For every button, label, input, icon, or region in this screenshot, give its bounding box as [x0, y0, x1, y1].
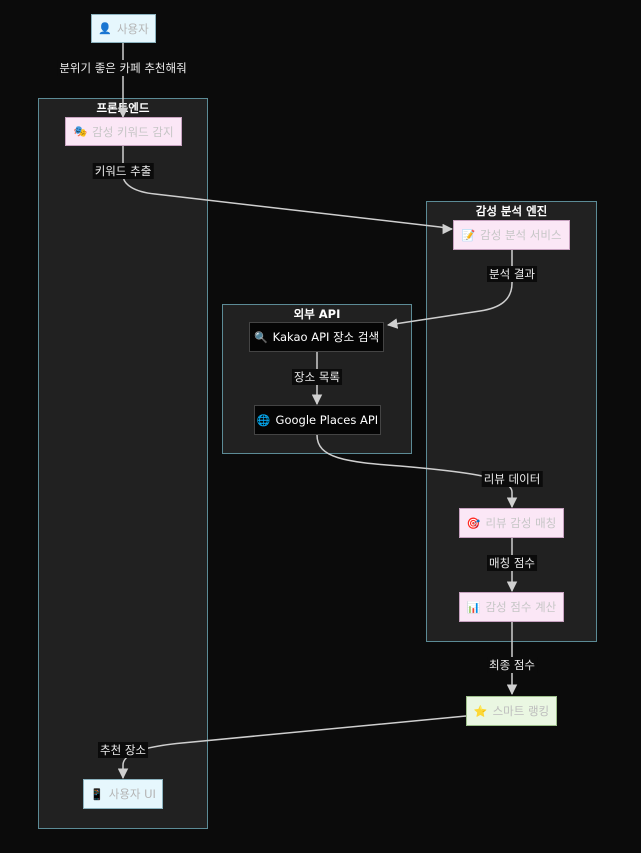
frontend-cluster: 프론트엔드	[38, 98, 208, 829]
google-places-node[interactable]: 🌐 Google Places API	[254, 405, 381, 435]
engine-cluster-title: 감성 분석 엔진	[475, 204, 548, 218]
google-places-label: Google Places API	[275, 413, 379, 427]
user-node[interactable]: 👤 사용자	[91, 14, 156, 43]
star-icon: ⭐	[473, 704, 488, 718]
target-icon: 🎯	[466, 516, 481, 530]
sentiment-analysis-node[interactable]: 📝 감성 분석 서비스	[453, 220, 570, 250]
score-calc-node[interactable]: 📊 감성 점수 계산	[459, 592, 564, 622]
edge-label-kakao-google: 장소 목록	[292, 369, 342, 385]
edge-label-score-ranking: 최종 점수	[487, 657, 537, 673]
score-calc-label: 감성 점수 계산	[485, 600, 557, 614]
magnifier-icon: 🔍	[253, 330, 268, 344]
mobile-phone-icon: 📱	[90, 787, 104, 801]
bar-chart-icon: 📊	[466, 600, 481, 614]
globe-icon: 🌐	[256, 413, 271, 427]
user-node-label: 사용자	[116, 21, 149, 36]
external-api-cluster-title: 외부 API	[293, 307, 341, 321]
kakao-search-node[interactable]: 🔍 Kakao API 장소 검색	[249, 322, 384, 352]
user-ui-label: 사용자 UI	[108, 787, 156, 801]
edge-label-user-detect: 분위기 좋은 카페 추천해줘	[57, 60, 189, 76]
edge-analysis-kakao	[386, 250, 513, 329]
memo-icon: 📝	[461, 228, 476, 242]
user-icon: 👤	[98, 22, 112, 35]
smart-ranking-node[interactable]: ⭐ 스마트 랭킹	[466, 696, 557, 726]
review-matching-label: 리뷰 감성 매칭	[485, 516, 557, 530]
edge-detect-analysis	[122, 146, 454, 235]
edge-label-detect-analysis: 키워드 추출	[92, 163, 154, 179]
edge-label-analysis-kakao: 분석 결과	[487, 266, 537, 282]
review-matching-node[interactable]: 🎯 리뷰 감성 매칭	[459, 508, 564, 538]
sentiment-analysis-label: 감성 분석 서비스	[480, 228, 562, 242]
keyword-detect-node[interactable]: 🎭 감성 키워드 감지	[65, 117, 182, 146]
kakao-search-label: Kakao API 장소 검색	[272, 330, 380, 344]
masks-icon: 🎭	[73, 125, 88, 138]
edge-label-match-score: 매칭 점수	[487, 555, 537, 571]
edge-label-ranking-ui: 추천 장소	[98, 742, 148, 758]
keyword-detect-label: 감성 키워드 감지	[92, 124, 174, 139]
user-ui-node[interactable]: 📱 사용자 UI	[83, 779, 163, 809]
edge-ranking-ui	[117, 715, 467, 780]
edge-label-google-match: 리뷰 데이터	[481, 471, 543, 487]
smart-ranking-label: 스마트 랭킹	[492, 704, 550, 718]
